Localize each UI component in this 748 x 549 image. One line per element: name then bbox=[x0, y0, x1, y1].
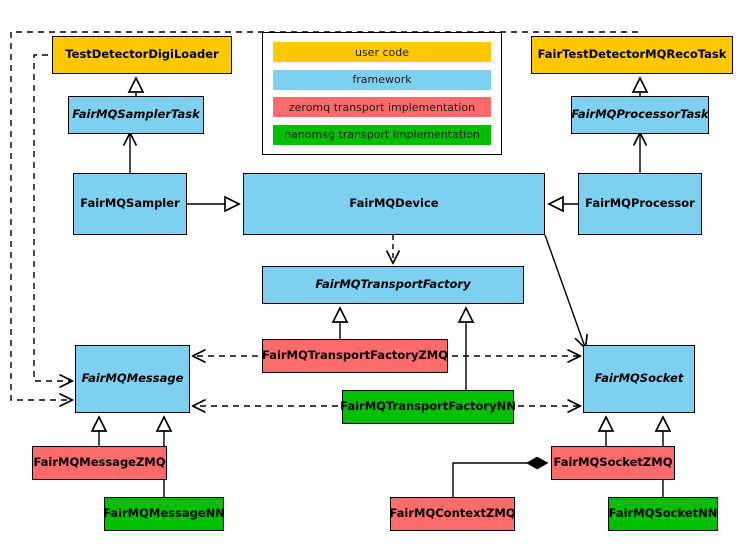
legend-item-framework: framework bbox=[273, 69, 491, 90]
class-node-FairMQMessage[interactable]: FairMQMessage bbox=[75, 345, 190, 413]
legend-label: user code bbox=[354, 45, 410, 59]
legend-item-user-code: user code bbox=[273, 42, 491, 62]
class-node-FairMQTransportFactory[interactable]: FairMQTransportFactory bbox=[262, 266, 524, 304]
legend-label: framework bbox=[352, 73, 412, 87]
edge-contextzmq-socketzmq bbox=[452, 456, 549, 497]
legend-label: nanomsg transport implementation bbox=[284, 128, 480, 142]
legend-panel: user code framework zeromq transport imp… bbox=[262, 32, 502, 155]
class-node-TestDetectorDigiLoader[interactable]: TestDetectorDigiLoader bbox=[52, 36, 232, 74]
class-node-FairMQProcessor[interactable]: FairMQProcessor bbox=[578, 173, 702, 235]
class-node-FairTestDetectorMQRecoTask[interactable]: FairTestDetectorMQRecoTask bbox=[531, 36, 733, 74]
class-node-FairMQMessageZMQ[interactable]: FairMQMessageZMQ bbox=[32, 446, 167, 480]
class-node-FairMQProcessorTask[interactable]: FairMQProcessorTask bbox=[571, 96, 709, 134]
class-node-FairMQDevice[interactable]: FairMQDevice bbox=[243, 173, 545, 235]
legend-item-zeromq: zeromq transport implementation bbox=[273, 97, 491, 118]
class-node-FairMQSocket[interactable]: FairMQSocket bbox=[583, 345, 695, 413]
legend-item-nanomsg: nanomsg transport implementation bbox=[273, 124, 491, 145]
class-node-FairMQSocketZMQ[interactable]: FairMQSocketZMQ bbox=[551, 446, 675, 480]
class-node-FairMQSocketNN[interactable]: FairMQSocketNN bbox=[608, 497, 718, 531]
class-node-FairMQMessageNN[interactable]: FairMQMessageNN bbox=[103, 497, 225, 531]
class-node-FairMQSamplerTask[interactable]: FairMQSamplerTask bbox=[68, 96, 204, 134]
class-node-FairMQContextZMQ[interactable]: FairMQContextZMQ bbox=[389, 497, 516, 531]
class-node-FairMQTransportFactoryNN[interactable]: FairMQTransportFactoryNN bbox=[340, 390, 516, 424]
class-node-FairMQTransportFactoryZMQ[interactable]: FairMQTransportFactoryZMQ bbox=[262, 339, 448, 373]
class-node-FairMQSampler[interactable]: FairMQSampler bbox=[73, 173, 187, 235]
legend-label: zeromq transport implementation bbox=[288, 100, 476, 114]
edge-digiloader-message bbox=[33, 54, 71, 381]
edge-device-socket bbox=[544, 234, 585, 347]
